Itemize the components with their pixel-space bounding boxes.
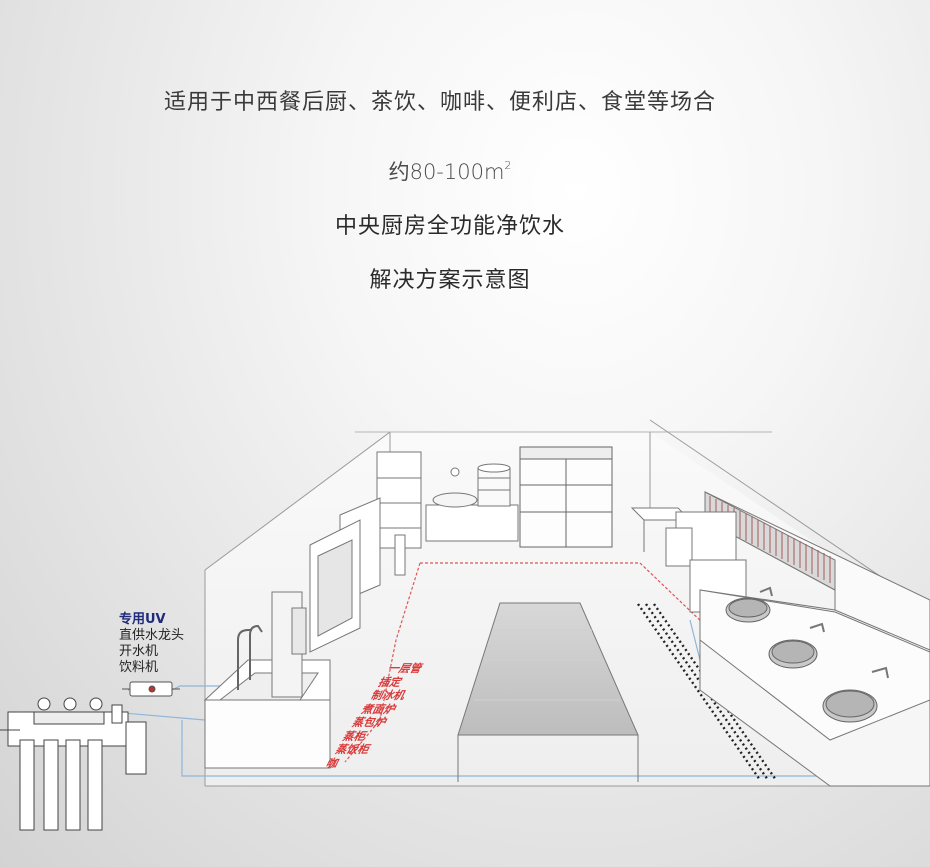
- area-unit-superscript: 2: [504, 159, 512, 172]
- wall-taps: [759, 586, 889, 679]
- uv-label-line: 饮料机: [119, 660, 159, 675]
- wok-2: [768, 639, 818, 669]
- solution-title-line2: 解决方案示意图: [369, 268, 531, 293]
- red-list-item: 一层管: [386, 662, 423, 675]
- left-equipment: [309, 497, 406, 653]
- red-list-item: 蒸柜: [341, 729, 367, 743]
- wok-3: [822, 689, 878, 723]
- back-shelf: [376, 451, 422, 549]
- uv-label-line: 直供水龙头: [119, 628, 185, 643]
- uv-label-line: 开水机: [119, 644, 159, 659]
- uv-filter-unit: [122, 681, 180, 697]
- area-value: 约80-100m: [388, 160, 505, 184]
- red-list-item: 蒸饭柜: [334, 743, 371, 756]
- red-list-item: 制冰机: [369, 689, 406, 702]
- area-text: 约80-100m2: [0, 156, 900, 186]
- uv-label-title: 专用UV: [119, 612, 166, 627]
- red-list-item: 咖: [324, 756, 339, 770]
- red-pipe-path: [344, 562, 706, 763]
- back-counter: [425, 463, 519, 542]
- headline-text: 适用于中西餐后厨、茶饮、咖啡、便利店、食堂等场合: [163, 90, 716, 115]
- red-list-item: 插定: [376, 675, 403, 689]
- refrigerator: [519, 446, 613, 548]
- uv-label: 专用UV 直供水龙头 开水机 饮料机: [119, 612, 184, 676]
- red-list-item: 煮面炉: [360, 702, 397, 716]
- sink-counter: [203, 591, 331, 769]
- prep-table: [457, 602, 639, 782]
- red-list-item: 蒸包炉: [350, 716, 387, 729]
- wok-1: [725, 597, 771, 623]
- solution-title-line1: 中央厨房全功能净饮水: [334, 214, 565, 239]
- water-purifier-system: [0, 697, 147, 831]
- floor-drain: [637, 603, 777, 781]
